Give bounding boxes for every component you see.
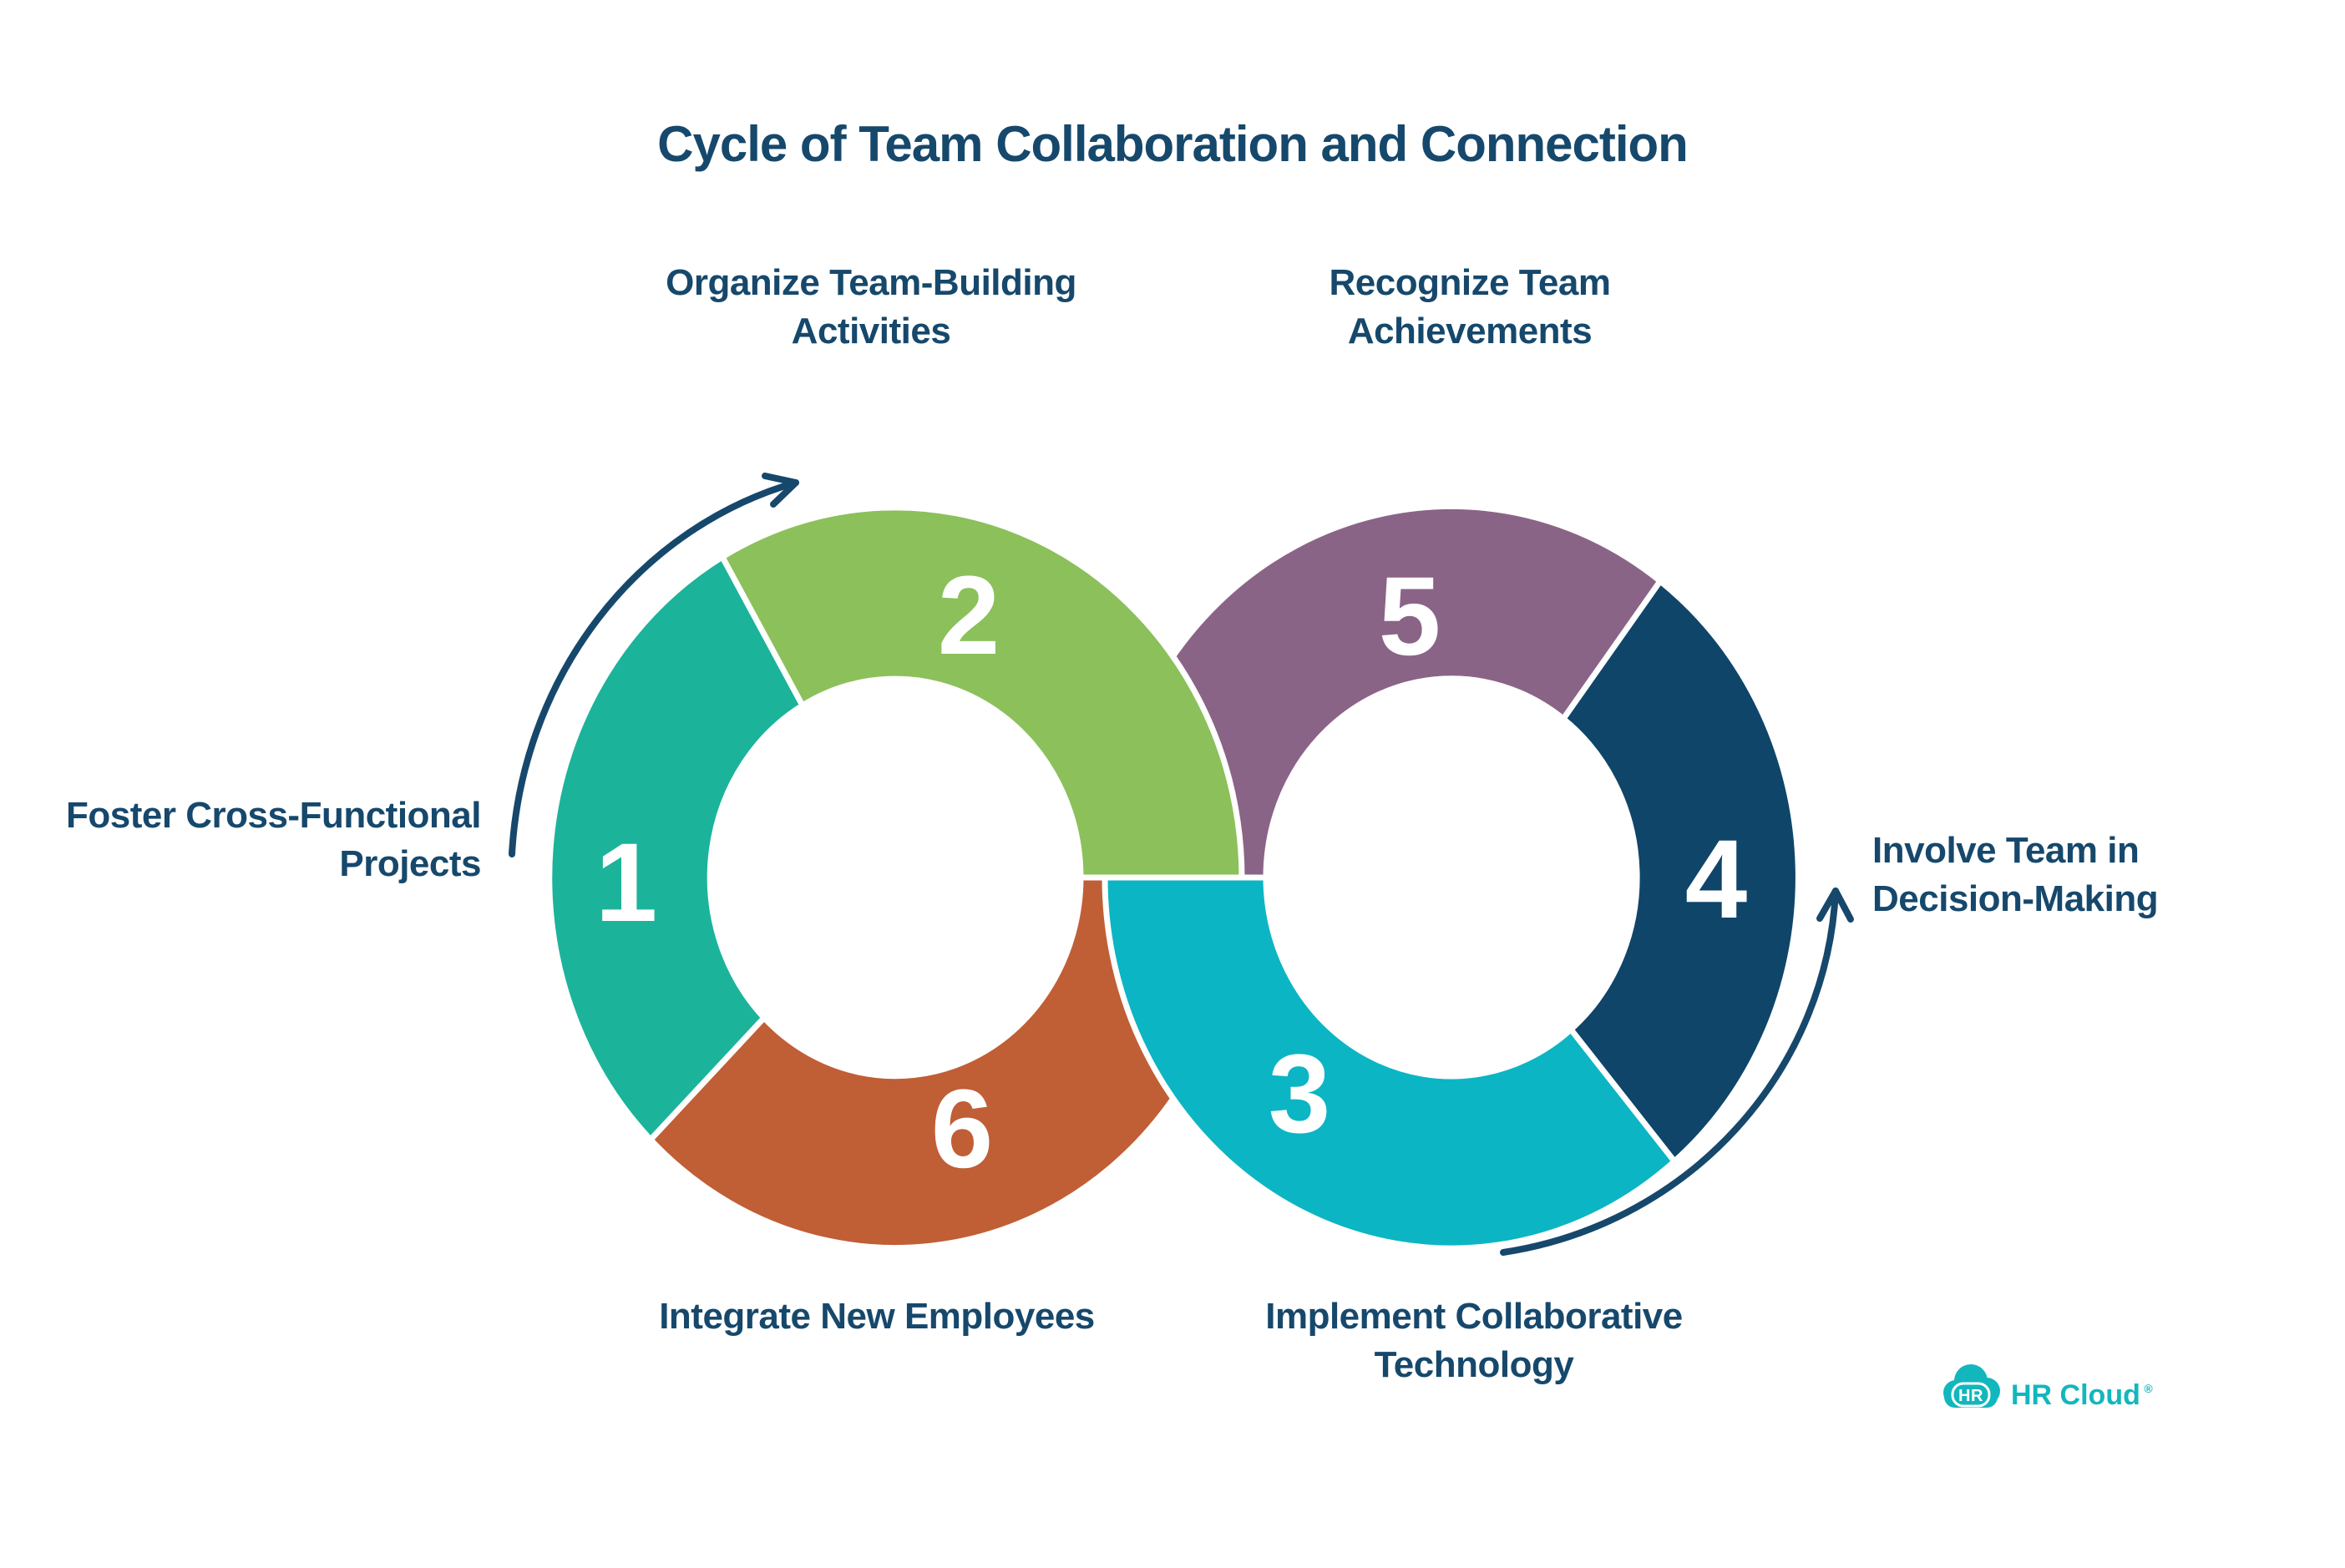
flow-arrow-3-to-4-icon [1500,888,1854,1256]
segment-6 [647,874,1245,1252]
step-4-label: Involve Team in Decision-Making [1872,830,2159,920]
step-6-label: Integrate New Employees [659,1296,1095,1337]
segment-1 [546,554,806,1143]
logo-badge-text: HR [1958,1387,1983,1405]
segment-2 [719,504,1245,881]
page-title: Cycle of Team Collaboration and Connecti… [657,116,1689,172]
logo-badge-outline [1951,1382,1991,1408]
flow-arrow-1-to-2-icon [509,473,799,857]
hr-cloud-logo: HR HR Cloud ® [1943,1364,2153,1411]
logo-wordmark: HR Cloud ® [2011,1379,2153,1411]
segment-3-number: 3 [1269,1032,1331,1156]
segment-2-number: 2 [938,554,1000,678]
segment-5-number: 5 [1379,554,1441,679]
step-2-label: Organize Team-Building Activities [666,262,1076,352]
logo-name-text: HR Cloud [2011,1379,2140,1411]
segment-4-number: 4 [1685,817,1748,942]
registered-mark: ® [2144,1382,2153,1395]
segment-3 [1102,874,1678,1252]
segment-6-number: 6 [931,1067,994,1191]
step-3-label: Implement Collaborative Technology [1265,1296,1683,1386]
step-5-label: Recognize Team Achievements [1329,262,1611,352]
segment-1-number: 1 [595,821,658,945]
step-1-label: Foster Cross-Functional Projects [66,795,482,885]
segment-4 [1560,578,1801,1165]
